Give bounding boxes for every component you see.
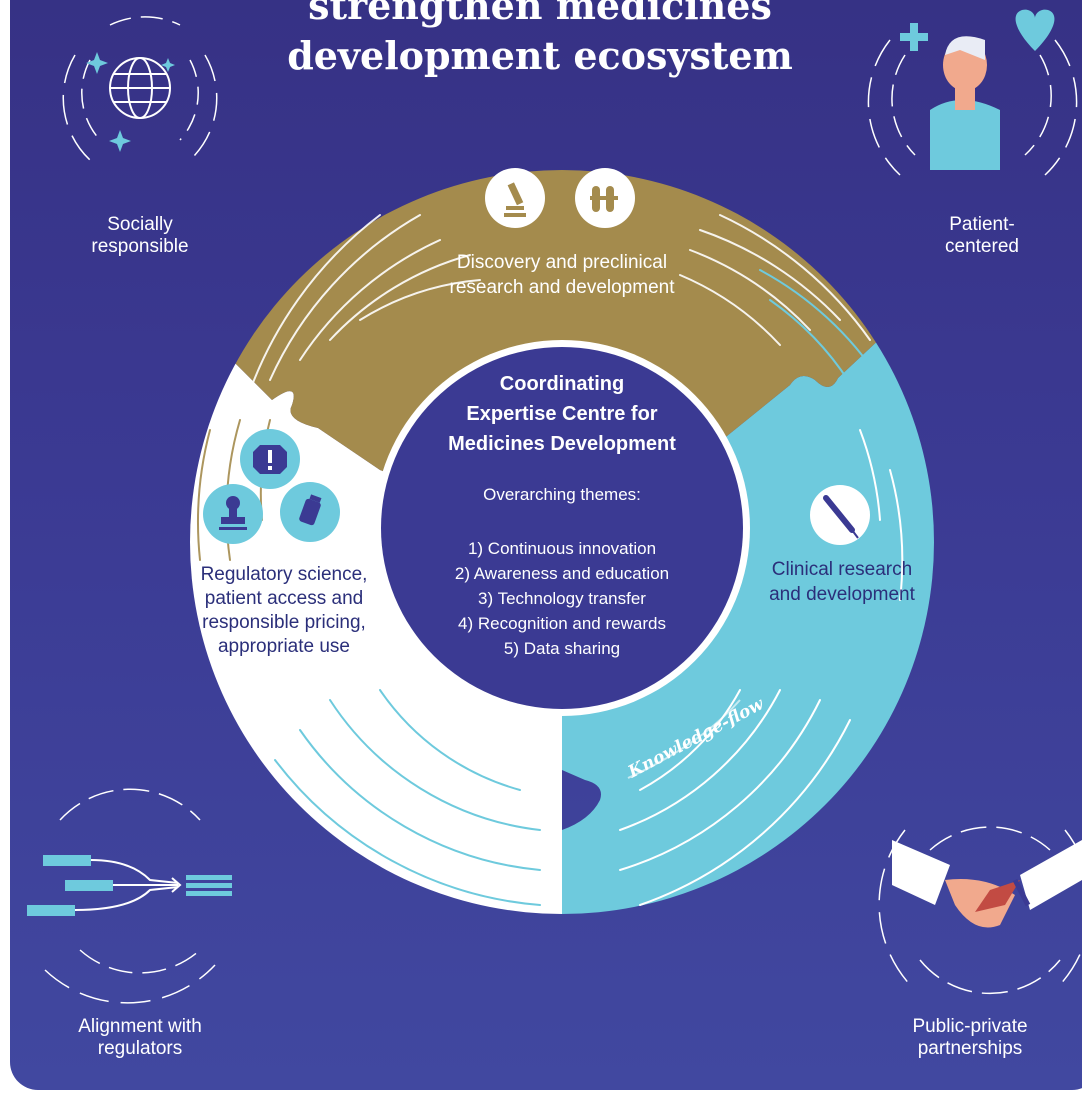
centre-heading-line-1: Coordinating <box>500 373 624 395</box>
test-tube-icon <box>575 168 635 228</box>
socially-responsible-label: Socially responsible <box>91 214 189 257</box>
regulatory-lower-arcs <box>274 689 541 906</box>
clinical-label-line-1: Clinical research <box>772 559 912 580</box>
centre-heading-line-3: Medicines Development <box>448 433 676 455</box>
public-private-partnerships-label: Public-private partnerships <box>912 1016 1028 1059</box>
theme-4: 4) Recognition and rewards <box>458 614 666 633</box>
regulatory-label-line-4: appropriate use <box>218 636 350 657</box>
patient-icon <box>867 36 1078 176</box>
discovery-label-line-2: research and development <box>450 277 676 298</box>
sparkle-icons <box>86 52 175 152</box>
clinical-label-line-2: and development <box>769 584 915 605</box>
discovery-arcs <box>244 214 871 406</box>
regulatory-label-line-3: responsible pricing, <box>202 612 366 633</box>
discovery-label-line-1: Discovery and preclinical <box>457 252 667 273</box>
flow-arrows-icon <box>27 788 232 1004</box>
regulatory-segment <box>190 230 562 914</box>
centre-subtitle: Overarching themes: <box>483 485 641 504</box>
handshake-icon <box>878 826 1082 995</box>
theme-5: 5) Data sharing <box>504 639 620 658</box>
regulatory-label-line-2: patient access and <box>205 588 363 609</box>
centre-heading-line-2: Expertise Centre for <box>466 403 657 425</box>
warning-icon <box>240 429 300 489</box>
medicine-bottle-icon <box>280 482 340 542</box>
microscope-icon <box>485 168 545 228</box>
theme-3: 3) Technology transfer <box>478 589 646 608</box>
globe-icon <box>62 16 218 161</box>
regulatory-label-line-1: Regulatory science, <box>201 564 368 585</box>
patient-centered-label: Patient- centered <box>945 214 1019 257</box>
alignment-with-regulators-label: Alignment with regulators <box>78 1016 202 1059</box>
discovery-cyan-arcs <box>759 269 881 401</box>
title-line-1: strengthen medicines <box>308 0 772 28</box>
centre-disc <box>381 347 743 709</box>
plus-icon <box>900 23 928 51</box>
stamp-icon <box>203 484 263 544</box>
heart-icon <box>1015 9 1055 51</box>
theme-2: 2) Awareness and education <box>455 564 669 583</box>
clinical-arcs <box>619 429 904 906</box>
syringe-icon <box>810 485 870 545</box>
knowledge-flow-arrow <box>627 699 741 779</box>
theme-1: 1) Continuous innovation <box>468 539 656 558</box>
title-line-2: development ecosystem <box>287 33 793 78</box>
